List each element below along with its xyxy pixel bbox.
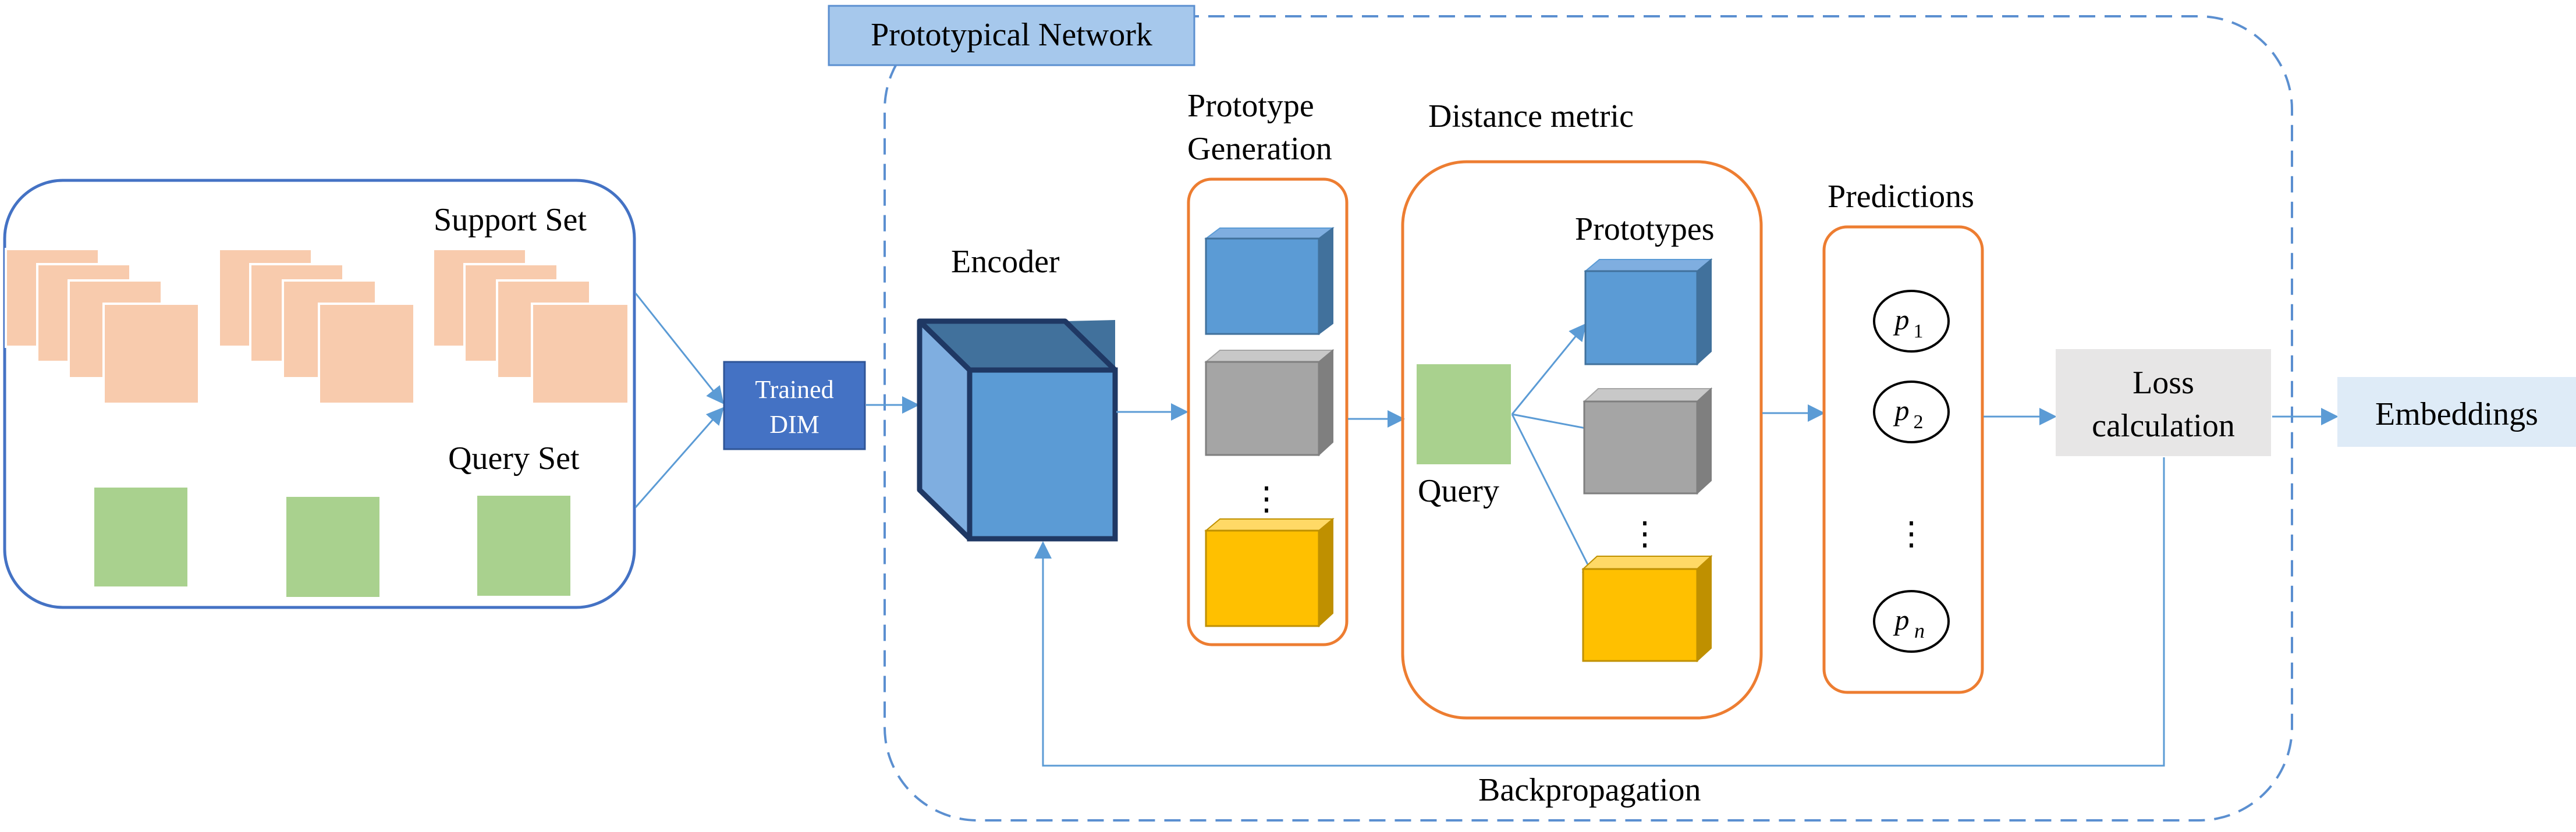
loss-line2: calculation [2092, 408, 2235, 444]
prediction-pn: p n [1873, 590, 1950, 653]
query-set-label: Query Set [448, 440, 580, 477]
prototype-generation-label-1: Prototype [1187, 88, 1314, 124]
cube-icon [1584, 258, 1713, 366]
prediction-subscript: n [1914, 619, 1925, 642]
loss-line1: Loss [2133, 365, 2194, 401]
cube-icon [1204, 227, 1335, 335]
prediction-p1: p 1 [1873, 290, 1950, 353]
cube-icon [1204, 517, 1335, 628]
support-stack-1 [5, 248, 200, 405]
prediction-symbol: p [1893, 603, 1910, 636]
distance-metric-container [1401, 160, 1763, 720]
embeddings-label: Embeddings [2375, 396, 2538, 432]
query-to-prototype-arrow-1 [1511, 323, 1587, 415]
support-stack-3 [432, 248, 630, 405]
encoder-label: Encoder [951, 244, 1060, 280]
query-square [1417, 364, 1511, 464]
stacked-square-icon [531, 303, 630, 405]
support-stack-2 [218, 248, 416, 405]
support-set-label: Support Set [434, 202, 587, 238]
cube-icon [917, 318, 1118, 542]
embeddings-box: Embeddings [2337, 377, 2576, 447]
prototype-generation-container [1187, 177, 1349, 646]
prototypes-label: Prototypes [1575, 211, 1715, 247]
distance-metric-label: Distance metric [1428, 98, 1634, 134]
stacked-square-icon [318, 303, 416, 405]
prediction-symbol: p [1893, 394, 1910, 426]
trained-dim-box: Trained DIM [723, 361, 866, 450]
ellipsis-generation: ⋮ [1250, 481, 1283, 517]
backpropagation-line [1034, 457, 2165, 767]
cube-icon [1582, 387, 1713, 495]
network-title-box: Prototypical Network [828, 5, 1195, 66]
query-to-dim-arrow [634, 407, 724, 508]
prediction-p2: p 2 [1873, 381, 1950, 443]
prediction-subscript: 1 [1914, 321, 1924, 342]
ellipsis-predictions: ⋮ [1895, 516, 1928, 552]
loss-calculation-box: Loss calculation [2056, 349, 2271, 456]
query-to-prototype-arrow-3 [1511, 414, 1598, 584]
query-square-1 [94, 488, 187, 586]
prototypical-network-container [883, 15, 2293, 822]
trained-dim-line2: DIM [769, 410, 819, 439]
network-title: Prototypical Network [871, 17, 1152, 53]
predictions-label: Predictions [1828, 179, 1974, 215]
cube-icon [1581, 554, 1713, 663]
query-square-3 [477, 496, 570, 596]
ellipsis-prototypes: ⋮ [1628, 516, 1661, 552]
trained-dim-line1: Trained [755, 375, 833, 404]
cube-icon [1204, 349, 1335, 457]
support-to-dim-arrow [634, 293, 724, 404]
query-square-2 [286, 497, 379, 597]
prediction-subscript: 2 [1914, 411, 1924, 433]
backpropagation-label: Backpropagation [1478, 772, 1701, 808]
prototype-generation-label-2: Generation [1187, 131, 1332, 167]
query-label: Query [1418, 473, 1499, 509]
predictions-container [1822, 225, 1984, 694]
stacked-square-icon [102, 303, 200, 405]
prediction-symbol: p [1893, 303, 1910, 336]
